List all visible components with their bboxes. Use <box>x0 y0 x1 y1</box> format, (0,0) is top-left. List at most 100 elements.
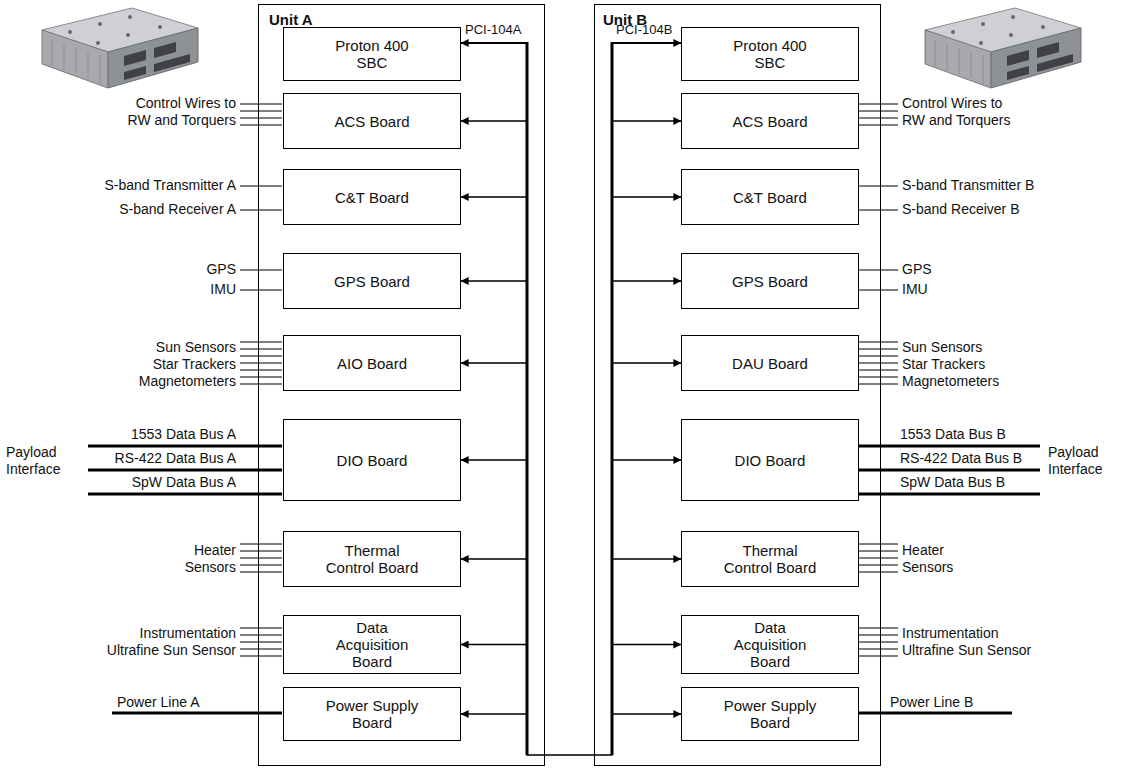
board-box: DAU Board <box>681 335 859 391</box>
signal-label: IMU <box>210 281 236 298</box>
board-label: Data Acquisition Board <box>324 619 420 670</box>
bus-connector <box>461 43 527 197</box>
board-label: C&T Board <box>335 189 409 206</box>
bus-connector <box>612 43 681 460</box>
board-box: Power Supply Board <box>681 687 859 741</box>
bus-connector <box>612 43 681 363</box>
signal-label: 1553 Data Bus B <box>900 426 1006 442</box>
screw <box>951 30 955 34</box>
board-box: ACS Board <box>283 93 461 149</box>
photo-screws <box>68 15 162 45</box>
s-band-wires <box>240 186 282 210</box>
board-label: DIO Board <box>735 452 806 469</box>
signal-label: Ultrafine Sun Sensor <box>107 642 236 659</box>
instrument-wires <box>858 628 898 656</box>
connector <box>124 66 146 80</box>
gps-imu-wires <box>240 270 282 290</box>
board-box: Proton 400 SBC <box>283 27 461 81</box>
screw <box>158 25 162 29</box>
board-label: AIO Board <box>337 355 407 372</box>
board-box: C&T Board <box>283 169 461 225</box>
signal-label: Heater <box>902 542 944 559</box>
signal-label: Instrumentation <box>902 625 999 642</box>
bus-connector <box>612 43 681 121</box>
gps-imu-wires <box>858 270 898 290</box>
screw <box>126 33 130 37</box>
screw <box>98 22 102 26</box>
photo-fins <box>935 40 983 84</box>
signal-label: 1553 Data Bus A <box>131 426 236 442</box>
signal-label: SpW Data Bus A <box>132 474 236 490</box>
connector <box>154 54 190 72</box>
unit-title: Unit A <box>269 11 313 28</box>
bus-connector <box>612 43 681 559</box>
sensor-wires <box>240 342 282 384</box>
board-label: C&T Board <box>733 189 807 206</box>
signal-label: RS-422 Data Bus B <box>900 450 1022 466</box>
signal-label: Instrumentation <box>140 625 237 642</box>
signal-label: Ultrafine Sun Sensor <box>902 642 1031 659</box>
board-box: AIO Board <box>283 335 461 391</box>
signal-label: Star Trackers <box>902 356 985 373</box>
screw <box>128 15 132 19</box>
photo-front <box>925 30 991 88</box>
board-label: ACS Board <box>334 113 409 130</box>
board-label: Thermal Control Board <box>324 542 420 576</box>
photo-side <box>108 28 198 88</box>
board-box: Thermal Control Board <box>283 531 461 587</box>
connector <box>1037 42 1059 58</box>
board-box: Data Acquisition Board <box>283 615 461 674</box>
signal-label: IMU <box>902 281 928 298</box>
unit-photo <box>925 8 1081 88</box>
bus-connector <box>461 43 527 460</box>
bus-connector <box>461 43 527 121</box>
board-label: Proton 400 SBC <box>324 37 420 71</box>
thermal-wires <box>858 544 898 572</box>
photo-fins <box>52 40 100 84</box>
board-label: GPS Board <box>334 273 410 290</box>
signal-label: Sun Sensors <box>902 339 982 356</box>
bus-connector <box>612 43 681 281</box>
thermal-wires <box>240 544 282 572</box>
signal-label: Magnetometers <box>902 373 999 390</box>
board-label: Power Supply Board <box>722 697 818 731</box>
screw <box>1009 33 1013 37</box>
signal-label: S-band Transmitter A <box>104 177 236 194</box>
signal-label: Control Wires to RW and Torquers <box>902 95 1020 129</box>
bus-connector <box>461 43 527 714</box>
signal-label: Power Line B <box>890 694 973 710</box>
screw <box>1041 25 1045 29</box>
screw <box>981 22 985 26</box>
signal-label: S-band Receiver A <box>119 201 236 218</box>
board-label: GPS Board <box>732 273 808 290</box>
screw <box>96 41 100 45</box>
screw <box>68 30 72 34</box>
bus-connector <box>461 43 527 363</box>
signal-label: SpW Data Bus B <box>900 474 1005 490</box>
bus-connector <box>461 43 527 559</box>
signal-label: PCI-104B <box>616 22 672 38</box>
signal-label: S-band Receiver B <box>902 201 1020 218</box>
photo-side <box>991 28 1081 88</box>
control-wires <box>240 104 282 125</box>
signal-label: PCI-104A <box>465 22 521 38</box>
s-band-wires <box>858 186 898 210</box>
bus-connector <box>461 43 527 281</box>
photo-connectors <box>124 42 190 80</box>
power-line <box>858 712 1012 715</box>
wires <box>88 42 1040 755</box>
signal-label: Magnetometers <box>139 373 236 390</box>
board-label: Power Supply Board <box>324 697 420 731</box>
signal-label: GPS <box>206 261 236 278</box>
connector <box>154 42 176 58</box>
control-wires <box>858 104 898 125</box>
board-box: ACS Board <box>681 93 859 149</box>
signal-label: Star Trackers <box>153 356 236 373</box>
bus-connector <box>461 43 527 645</box>
signal-label: Payload Interface <box>1048 444 1120 478</box>
screw <box>979 41 983 45</box>
